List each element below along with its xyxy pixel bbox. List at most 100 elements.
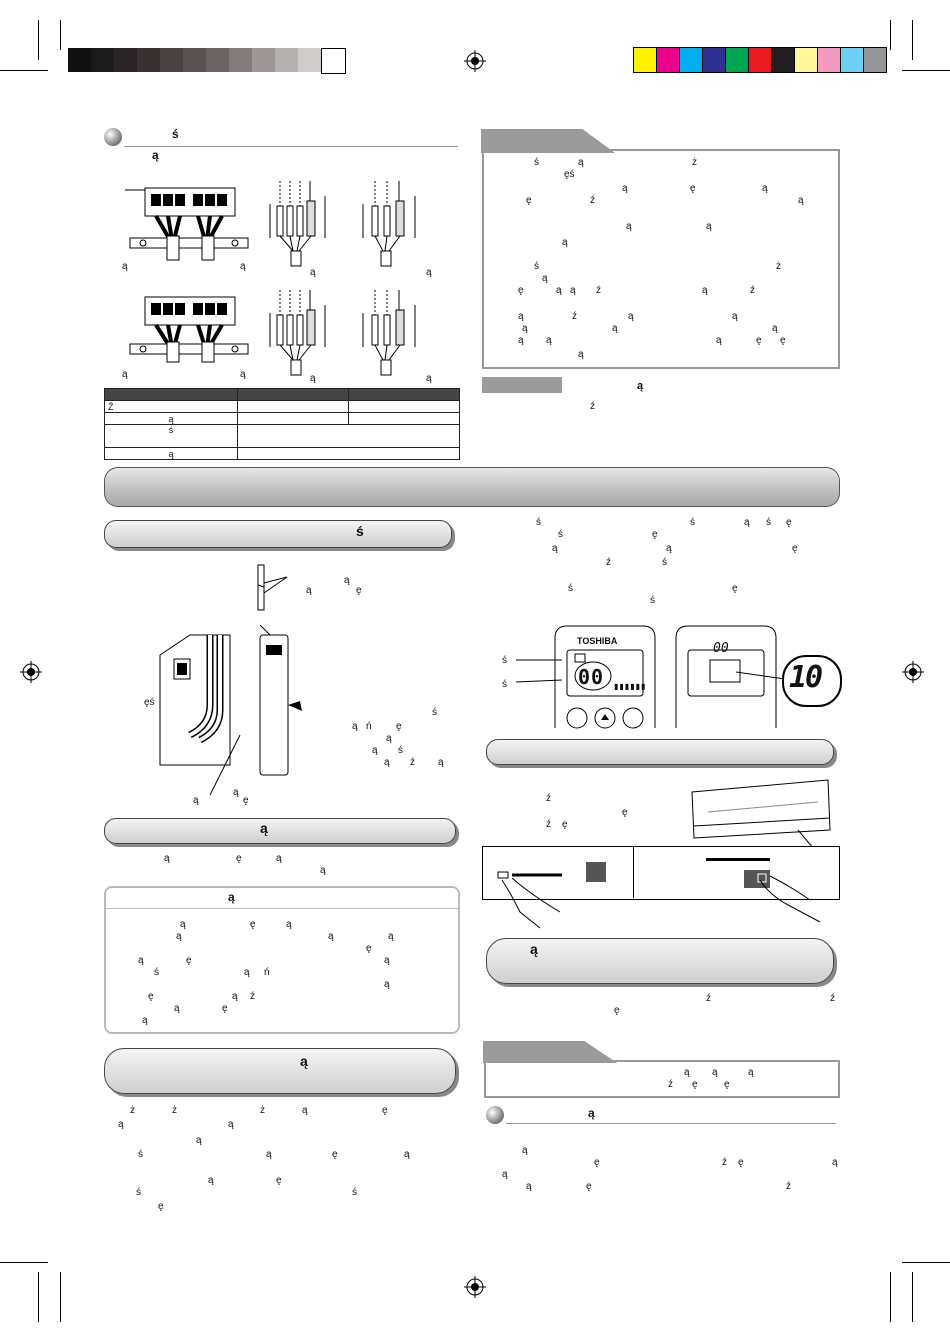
- text-glyph: ę: [586, 1181, 592, 1192]
- text-glyph: ę: [692, 1079, 698, 1090]
- side-glyph: ęś: [144, 697, 155, 708]
- remote-label-glyph: ś: [502, 655, 507, 666]
- text-glyph: ą: [176, 931, 182, 942]
- box-divider: [633, 846, 634, 898]
- gray-swatch: [68, 48, 91, 72]
- crop-mark: [60, 1272, 61, 1322]
- text-glyph: ź: [830, 993, 835, 1004]
- zoom-display-circle: [782, 655, 842, 707]
- text-glyph: ą: [832, 1157, 838, 1168]
- section-title-glyph: ą: [260, 820, 268, 836]
- bullet-ball-icon: [486, 1106, 504, 1124]
- gray-swatch: [229, 48, 252, 72]
- text-glyph: ź: [546, 819, 551, 830]
- registration-mark: [902, 661, 924, 683]
- text-glyph: ę: [786, 517, 792, 528]
- color-swatch: [725, 47, 749, 73]
- text-glyph: ą: [744, 517, 750, 528]
- text-glyph: ą: [164, 853, 170, 864]
- caption-glyph: ą: [240, 261, 246, 272]
- text-glyph: ę: [724, 1079, 730, 1090]
- crop-mark: [890, 20, 891, 50]
- color-swatch: [771, 47, 795, 73]
- caption-glyph: ą: [310, 267, 316, 278]
- text-glyph: ą: [352, 721, 358, 732]
- remote-control-illustration: [554, 625, 656, 729]
- text-glyph: ą: [286, 919, 292, 930]
- text-glyph: ą: [570, 285, 576, 296]
- text-glyph: ś: [558, 529, 563, 540]
- text-glyph: ą: [684, 1067, 690, 1078]
- text-glyph: ą: [732, 311, 738, 322]
- text-glyph: ą: [702, 285, 708, 296]
- text-glyph: ą: [798, 195, 804, 206]
- text-glyph: ź: [572, 311, 577, 322]
- text-glyph: ą: [772, 323, 778, 334]
- section-title-glyph: ą: [300, 1053, 308, 1069]
- text-glyph: ą: [518, 335, 524, 346]
- cable-strip-diagram: [362, 290, 416, 376]
- gray-swatch: [160, 48, 183, 72]
- text-glyph: ś: [534, 261, 539, 272]
- bottom-glyph: ą: [193, 795, 199, 806]
- table-row: ą: [104, 447, 460, 460]
- panel-tab: [481, 129, 616, 153]
- text-glyph: ź: [668, 1079, 673, 1090]
- callout-glyph: ą: [344, 575, 350, 586]
- text-glyph: ą: [384, 955, 390, 966]
- text-glyph: ą: [706, 221, 712, 232]
- button-location-box: [482, 846, 840, 900]
- color-swatch: [794, 47, 818, 73]
- remote-callout-lines: [515, 659, 563, 683]
- unit-piping-illustration: [159, 624, 302, 796]
- heading-glyph: ą: [588, 1106, 595, 1120]
- section-title-bar: [486, 938, 834, 984]
- text-glyph: ą: [384, 757, 390, 768]
- section-title-bar: [104, 1048, 456, 1094]
- text-glyph: ą: [578, 157, 584, 168]
- text-glyph: ę: [332, 1149, 338, 1160]
- text-glyph: ś: [138, 1149, 143, 1160]
- crop-mark: [912, 1272, 913, 1322]
- color-swatch: [633, 47, 657, 73]
- text-glyph: ę: [594, 1157, 600, 1168]
- text-glyph: ą: [404, 1149, 410, 1160]
- text-glyph: ę: [756, 335, 762, 346]
- registration-mark: [464, 50, 486, 72]
- text-glyph: ż: [692, 157, 697, 168]
- text-glyph: ę: [526, 195, 532, 206]
- terminal-block-diagram: [129, 296, 249, 363]
- text-glyph: ś: [650, 595, 655, 606]
- text-glyph: ź: [786, 1181, 791, 1192]
- section-title-glyph: ś: [356, 523, 364, 539]
- text-glyph: ą: [546, 335, 552, 346]
- section-title-glyph: ą: [530, 941, 538, 957]
- text-glyph: ą: [138, 955, 144, 966]
- bullet-ball-icon: [104, 128, 122, 146]
- heading-underline: [124, 146, 458, 147]
- remote-display-value: 00: [713, 641, 729, 656]
- callout-glyph: ą: [306, 585, 312, 596]
- text-glyph: ą: [174, 1003, 180, 1014]
- gray-swatch: [206, 48, 229, 72]
- text-glyph: ą: [522, 1145, 528, 1156]
- remote-display-segments: ▮▮▮▮▮▮: [614, 682, 647, 691]
- section-title-bar: [104, 818, 456, 844]
- text-glyph: ń: [264, 967, 270, 978]
- remote-label-glyph: ś: [502, 679, 507, 690]
- gray-swatch: [91, 48, 114, 72]
- crop-mark: [0, 1262, 48, 1263]
- note-glyph: ą: [637, 380, 644, 392]
- text-glyph: ą: [276, 853, 282, 864]
- text-glyph: ś: [136, 1187, 141, 1198]
- text-glyph: ęś: [564, 169, 575, 180]
- color-swatch: [863, 47, 887, 73]
- finger-press-illustration: [744, 870, 821, 923]
- text-glyph: ą: [556, 285, 562, 296]
- table-row: Ź: [104, 400, 460, 413]
- text-glyph: ą: [762, 183, 768, 194]
- caption-glyph: ą: [426, 267, 432, 278]
- text-glyph: ą: [328, 931, 334, 942]
- text-glyph: ą: [748, 1067, 754, 1078]
- text-glyph: ź: [250, 991, 255, 1002]
